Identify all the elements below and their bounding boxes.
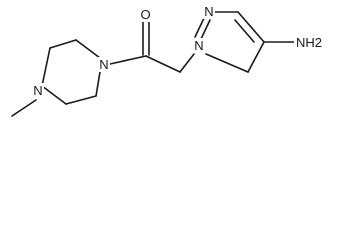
chemical-structure: O N N N N NH2 bbox=[11, 4, 330, 117]
bond-c3-to-c4-a bbox=[237, 11, 265, 43]
bond-c3-to-c4-b bbox=[234, 19, 255, 43]
amine-group-label: NH2 bbox=[296, 35, 322, 50]
bond-n1-to-n2-a bbox=[194, 15, 206, 38]
pyrazole-ring bbox=[194, 11, 265, 73]
bond-n1-to-n2-b bbox=[200, 19, 211, 40]
pyrazole-n2-label: N bbox=[204, 4, 213, 19]
bond-upper-ch2-to-upper-left-ch2 bbox=[49, 39, 77, 49]
piperazine-n-methyl-label: N bbox=[33, 83, 42, 98]
bond-n-methyl-to-lower-ch2 bbox=[41, 85, 67, 105]
amine-label-bg bbox=[294, 34, 330, 50]
bond-c4-to-c5 bbox=[247, 41, 265, 73]
bond-n-amide-to-carbonyl-c bbox=[109, 55, 147, 65]
bond-ch2-to-pyrazole-n1 bbox=[179, 53, 195, 73]
bond-n-amide-to-upper-ch2 bbox=[75, 39, 101, 59]
oxygen-label-bg bbox=[139, 7, 152, 22]
oxygen-atom-label: O bbox=[140, 7, 150, 22]
acetyl-linker bbox=[109, 21, 195, 73]
bond-lower-ch2-to-lower-right-ch2 bbox=[65, 95, 97, 105]
piperazine-ring bbox=[41, 39, 101, 105]
bond-n-methyl-to-methyl bbox=[11, 99, 37, 117]
bond-carbonyl-c-to-ch2 bbox=[145, 55, 181, 73]
n-amide-label-bg bbox=[98, 57, 110, 72]
pyrazole-n2-label-bg bbox=[203, 4, 215, 19]
n-methyl-label-bg bbox=[32, 83, 44, 98]
piperazine-n-amide-label: N bbox=[99, 57, 108, 72]
pyrazole-n1-label-bg bbox=[193, 38, 205, 53]
pyrazole-n1-label: N bbox=[194, 38, 203, 53]
atom-labels: O N N N N NH2 bbox=[32, 4, 330, 98]
bond-upper-left-ch2-to-n-methyl bbox=[41, 47, 51, 87]
bond-c5-to-n1 bbox=[205, 53, 249, 73]
bond-lower-right-ch2-to-n-amide bbox=[95, 71, 101, 97]
